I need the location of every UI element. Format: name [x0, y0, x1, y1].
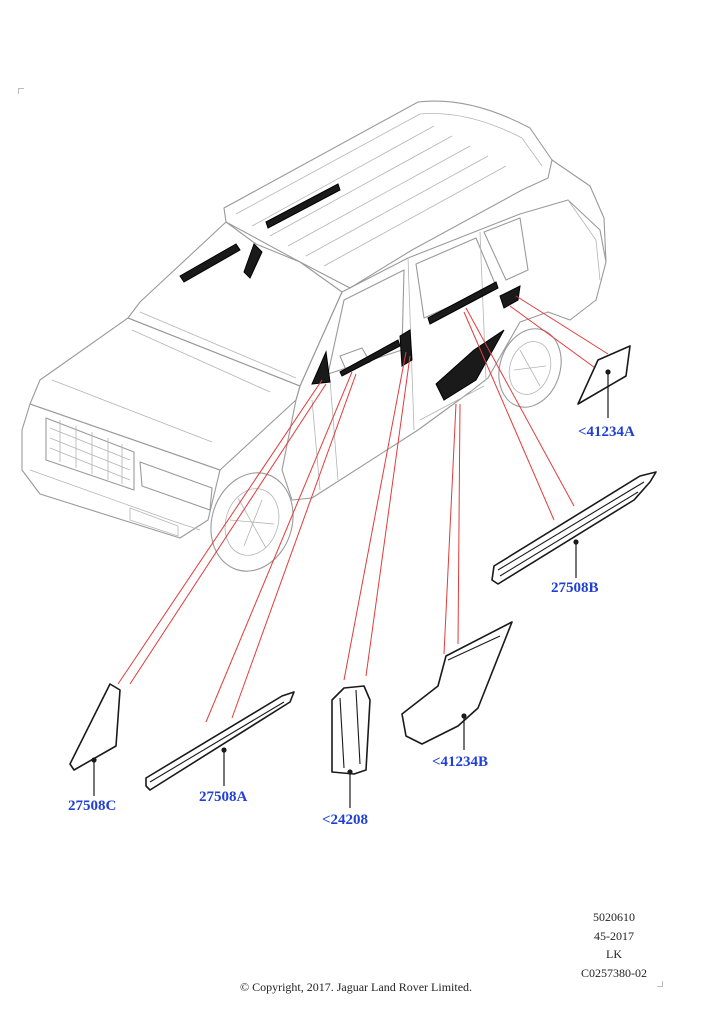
- callout-41234A[interactable]: <41234A: [578, 424, 635, 440]
- part-24208[interactable]: [331, 685, 371, 808]
- crop-mark-top-left: [18, 88, 24, 94]
- part-27508C[interactable]: [69, 683, 121, 796]
- drawing-reference-block: 5020610 45-2017 LK C0257380-02: [566, 908, 662, 982]
- callout-27508C[interactable]: 27508C: [68, 798, 116, 814]
- part-41234A[interactable]: [577, 345, 631, 418]
- callout-24208[interactable]: <24208: [322, 812, 368, 828]
- rear-door-lower-panel: [435, 329, 505, 401]
- rear-door-upper-trim: [427, 281, 499, 325]
- callout-27508B[interactable]: 27508B: [551, 580, 599, 596]
- crop-mark-bottom-right: [657, 981, 663, 987]
- vehicle-roof: [223, 100, 553, 289]
- drawing-date-code: 45-2017: [594, 928, 634, 943]
- vehicle-illustration: [21, 100, 607, 572]
- part-27508A[interactable]: [145, 691, 295, 791]
- leader-lines: [117, 295, 609, 723]
- drawing-region-code: LK: [606, 947, 622, 961]
- vehicle-front: [21, 403, 221, 539]
- vehicle-quarter-window: [483, 217, 529, 281]
- part-27508B[interactable]: [491, 471, 657, 585]
- front-door-upper-trim: [339, 339, 401, 377]
- copyright-notice: © Copyright, 2017. Jaguar Land Rover Lim…: [239, 980, 473, 994]
- vehicle-grille: [45, 417, 135, 491]
- vehicle-side: [281, 199, 607, 501]
- drawing-illustration-id: C0257380-02: [581, 965, 647, 980]
- a-pillar-trim: [243, 243, 263, 279]
- roof-trim-strip-front: [179, 243, 241, 283]
- front-triangle-trim: [311, 350, 331, 385]
- rear-quarter-trim: [499, 285, 521, 309]
- vehicle-bonnet: [29, 317, 301, 471]
- vehicle-rear: [551, 159, 607, 263]
- callout-41234B[interactable]: <41234B: [432, 754, 488, 770]
- drawing-number: 5020610: [593, 910, 635, 924]
- b-pillar-trim: [399, 329, 413, 367]
- part-41234B[interactable]: [401, 621, 513, 750]
- callout-27508A[interactable]: 27508A: [199, 789, 248, 805]
- vehicle-headlamp: [139, 461, 213, 511]
- roof-trim-strip: [265, 183, 341, 229]
